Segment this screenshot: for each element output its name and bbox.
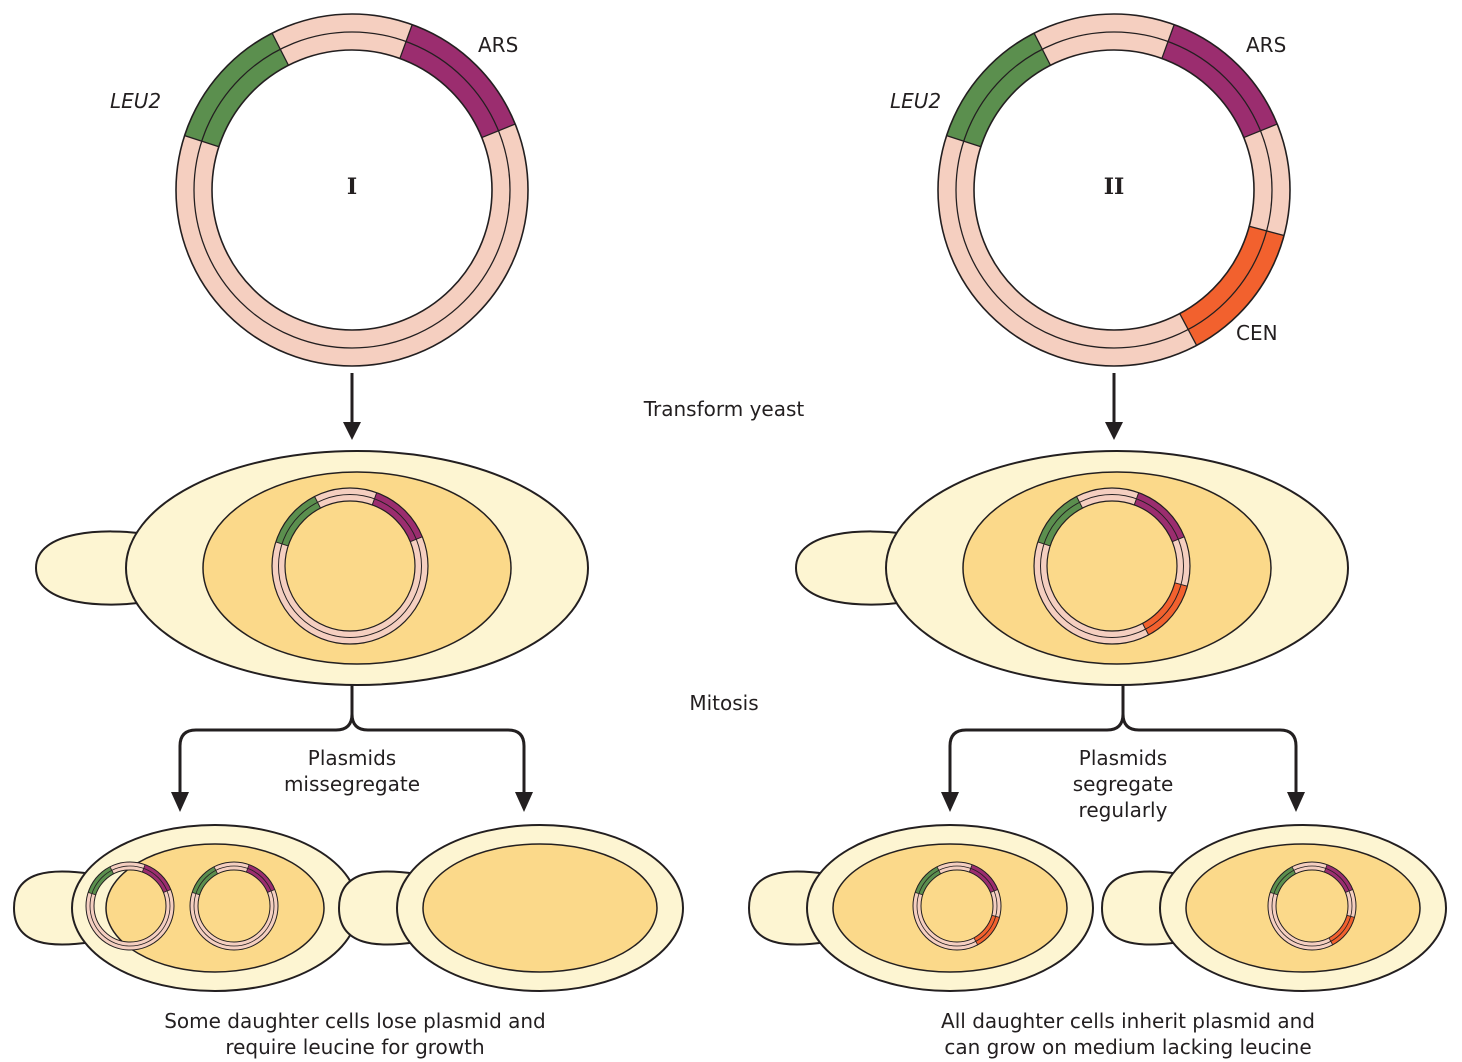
right-caption-line2: can grow on medium lacking leucine bbox=[944, 1035, 1311, 1059]
plasmid-i-leu2-label: LEU2 bbox=[110, 89, 161, 113]
plasmid-i-large bbox=[175, 13, 529, 367]
leu2-segment bbox=[184, 33, 289, 147]
bud-icon bbox=[12, 870, 93, 946]
plasmid-ii-large bbox=[937, 13, 1291, 367]
plasmid-icon bbox=[85, 861, 175, 951]
plasmid-icon bbox=[1267, 861, 1357, 951]
ars-segment bbox=[399, 24, 516, 138]
ars-segment bbox=[1161, 24, 1278, 138]
right-caption-line1: All daughter cells inherit plasmid and bbox=[941, 1009, 1315, 1033]
daughter-cell-without-plasmid bbox=[337, 824, 684, 992]
ars-segment bbox=[142, 864, 171, 893]
arrow-down-icon bbox=[1105, 422, 1123, 440]
bud-icon bbox=[1100, 870, 1181, 946]
plasmid-ii-roman-label: II bbox=[1104, 174, 1125, 200]
bud-icon bbox=[337, 870, 418, 946]
yeast-cell-transformed-i bbox=[34, 450, 589, 686]
bud-icon bbox=[794, 530, 907, 606]
plasmid-icon bbox=[271, 487, 429, 645]
ars-segment bbox=[969, 864, 998, 893]
ars-segment bbox=[1324, 864, 1353, 893]
leu2-segment bbox=[946, 33, 1051, 147]
daughter-cell-with-plasmid-ii-b bbox=[1100, 824, 1447, 992]
nucleus bbox=[202, 471, 512, 665]
bud-icon bbox=[34, 530, 147, 606]
right-branch-line2: segregate bbox=[1073, 772, 1174, 796]
arrow-down-icon bbox=[343, 422, 361, 440]
transform-yeast-label: Transform yeast bbox=[643, 397, 805, 421]
right-branch-line1: Plasmids bbox=[1079, 746, 1167, 770]
nucleus bbox=[422, 843, 658, 973]
plasmid-ii-leu2-label: LEU2 bbox=[890, 89, 941, 113]
plasmid-ii-cen-label: CEN bbox=[1236, 321, 1278, 345]
arrow-down-icon bbox=[1287, 792, 1305, 812]
transform-arrow-left bbox=[343, 373, 361, 440]
leu2-segment bbox=[275, 496, 321, 546]
bud-icon bbox=[747, 870, 828, 946]
left-caption-line2: require leucine for growth bbox=[225, 1035, 484, 1059]
ars-segment bbox=[1134, 492, 1185, 542]
ars-segment bbox=[372, 492, 423, 542]
nucleus bbox=[1185, 843, 1421, 973]
left-branch-line1: Plasmids bbox=[308, 746, 396, 770]
arrow-down-icon bbox=[171, 792, 189, 812]
plasmid-ii-ars-label: ARS bbox=[1246, 33, 1286, 57]
mitosis-branch-right bbox=[948, 684, 1298, 796]
plasmid-i-ars-label: ARS bbox=[478, 33, 518, 57]
plasmid-icon bbox=[189, 861, 279, 951]
cen-segment bbox=[1142, 582, 1188, 635]
left-branch-line2: missegregate bbox=[284, 772, 420, 796]
arrow-down-icon bbox=[941, 792, 959, 812]
right-branch-line3: regularly bbox=[1079, 798, 1168, 822]
yeast-cell-transformed-ii bbox=[794, 450, 1349, 686]
transform-arrow-right bbox=[1105, 373, 1123, 440]
left-caption-line1: Some daughter cells lose plasmid and bbox=[164, 1009, 546, 1033]
plasmid-i-roman-label: I bbox=[347, 174, 357, 200]
daughter-cell-with-plasmid-ii-a bbox=[747, 824, 1094, 992]
leu2-segment bbox=[1037, 496, 1083, 546]
plasmid-icon bbox=[1033, 487, 1191, 645]
nucleus bbox=[832, 843, 1068, 973]
daughter-cell-with-plasmids bbox=[12, 824, 359, 992]
ars-segment bbox=[246, 864, 275, 893]
plasmid-icon bbox=[912, 861, 1002, 951]
mitosis-label: Mitosis bbox=[689, 691, 758, 715]
arrow-down-icon bbox=[515, 792, 533, 812]
mitosis-branch-left bbox=[178, 684, 526, 796]
nucleus bbox=[962, 471, 1272, 665]
